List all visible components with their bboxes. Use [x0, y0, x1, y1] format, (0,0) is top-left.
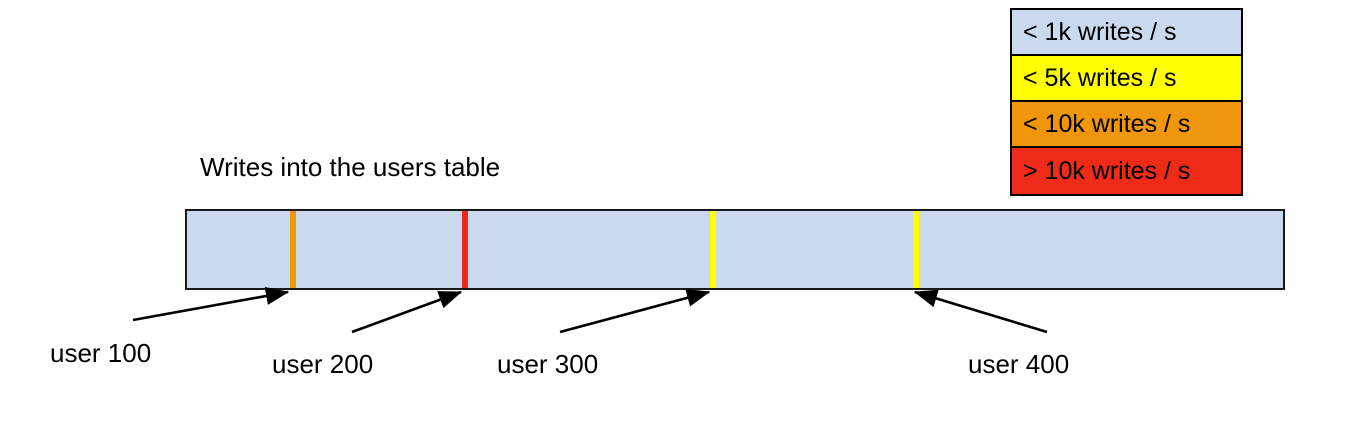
callout-label-user-400: user 400 — [968, 349, 1070, 379]
marker-user-200 — [462, 211, 468, 288]
arrow-user-200 — [351, 290, 463, 334]
arrow-user-100 — [132, 286, 290, 322]
legend-label-0: < 1k writes / s — [1023, 17, 1177, 46]
marker-user-300 — [710, 211, 716, 288]
callout-label-user-100: user 100 — [50, 338, 152, 368]
chart-title: Writes into the users table — [200, 152, 501, 182]
marker-user-400 — [913, 211, 919, 288]
legend-row-1: < 5k writes / s — [1012, 56, 1241, 102]
marker-user-100 — [290, 211, 296, 288]
legend-label-3: > 10k writes / s — [1023, 156, 1191, 185]
legend-row-3: > 10k writes / s — [1012, 148, 1241, 194]
legend-label-1: < 5k writes / s — [1023, 63, 1177, 92]
users-table-range-bar — [185, 209, 1285, 290]
legend: < 1k writes / s < 5k writes / s < 10k wr… — [1010, 8, 1243, 196]
legend-label-2: < 10k writes / s — [1023, 109, 1191, 138]
callout-label-user-200: user 200 — [272, 349, 374, 379]
callout-label-user-300: user 300 — [497, 349, 599, 379]
arrow-user-400 — [913, 289, 1048, 334]
arrow-user-300 — [559, 288, 711, 334]
legend-row-2: < 10k writes / s — [1012, 102, 1241, 148]
legend-row-0: < 1k writes / s — [1012, 10, 1241, 56]
